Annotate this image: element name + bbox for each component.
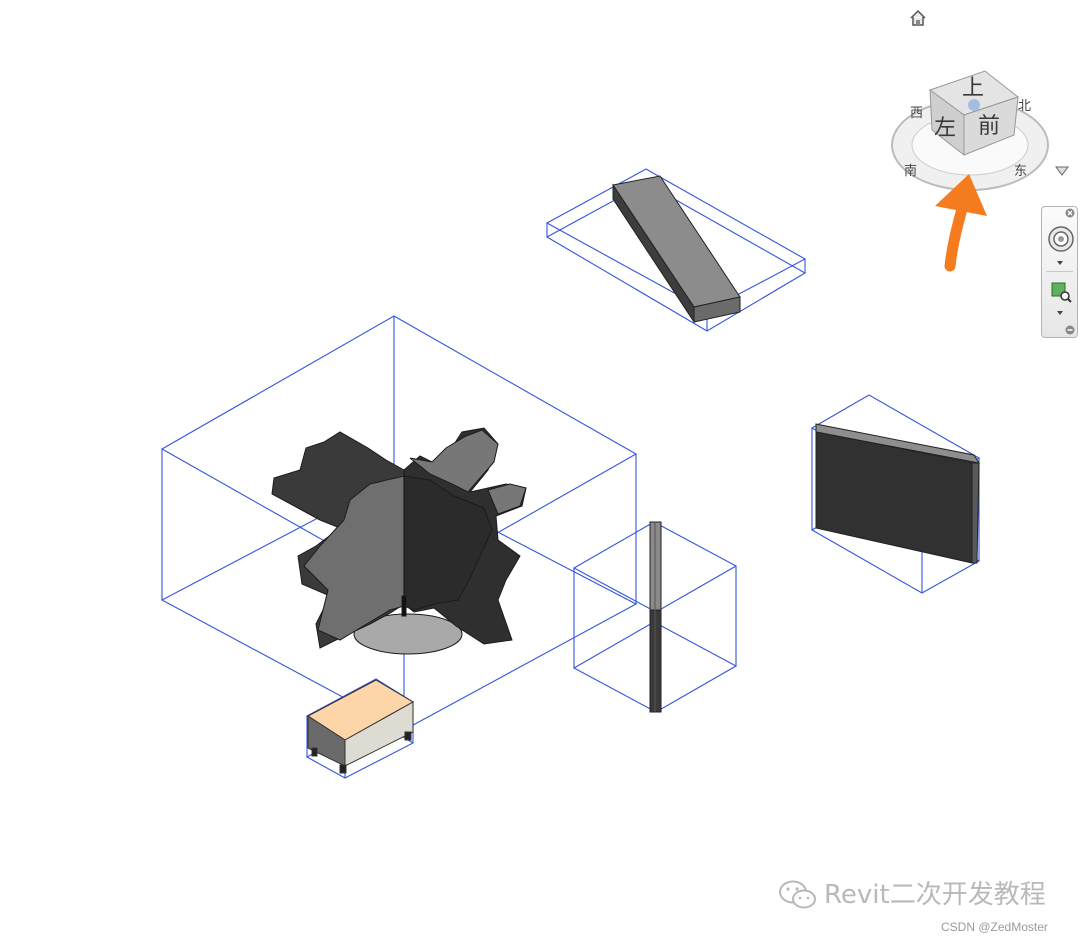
close-icon[interactable] (1065, 208, 1075, 218)
viewcube-top-label: 上 (962, 76, 984, 101)
viewcube-front-face[interactable] (963, 96, 1019, 156)
wechat-icon (779, 880, 816, 909)
compass-south-label[interactable]: 南 (904, 163, 917, 179)
wall-element[interactable] (815, 423, 981, 564)
viewcube[interactable]: 上 左 前 西 南 东 北 (890, 55, 1070, 205)
wheel-dropdown-button[interactable] (1054, 259, 1066, 267)
tree-element[interactable] (271, 427, 527, 655)
beam-element[interactable] (612, 175, 741, 324)
triangle-down-icon (1055, 166, 1069, 176)
column-element[interactable] (649, 521, 662, 713)
csdn-credit: CSDN @ZedMoster (941, 920, 1048, 934)
viewcube-home-button[interactable] (907, 7, 929, 29)
steering-wheel-icon[interactable] (1047, 225, 1075, 253)
bench-element[interactable] (307, 679, 415, 774)
annotation-arrow (935, 174, 987, 272)
viewcube-left-label: 左 (934, 116, 956, 141)
zoom-dropdown-button[interactable] (1054, 309, 1066, 317)
navigation-bar (1041, 206, 1078, 338)
compass-north-label[interactable]: 北 (1018, 99, 1031, 114)
viewcube-menu-button[interactable] (1055, 166, 1069, 176)
nav-bar-separator (1046, 271, 1073, 272)
watermark-text: Revit二次开发教程 (824, 880, 1046, 910)
home-icon (910, 9, 926, 26)
compass-west-label[interactable]: 西 (910, 106, 923, 121)
watermark: Revit二次开发教程 (778, 878, 1046, 912)
viewcube-front-label: 前 (978, 114, 1000, 139)
compass-east-label[interactable]: 东 (1014, 164, 1027, 179)
options-icon[interactable] (1065, 325, 1075, 335)
zoom-region-icon[interactable] (1050, 281, 1072, 303)
